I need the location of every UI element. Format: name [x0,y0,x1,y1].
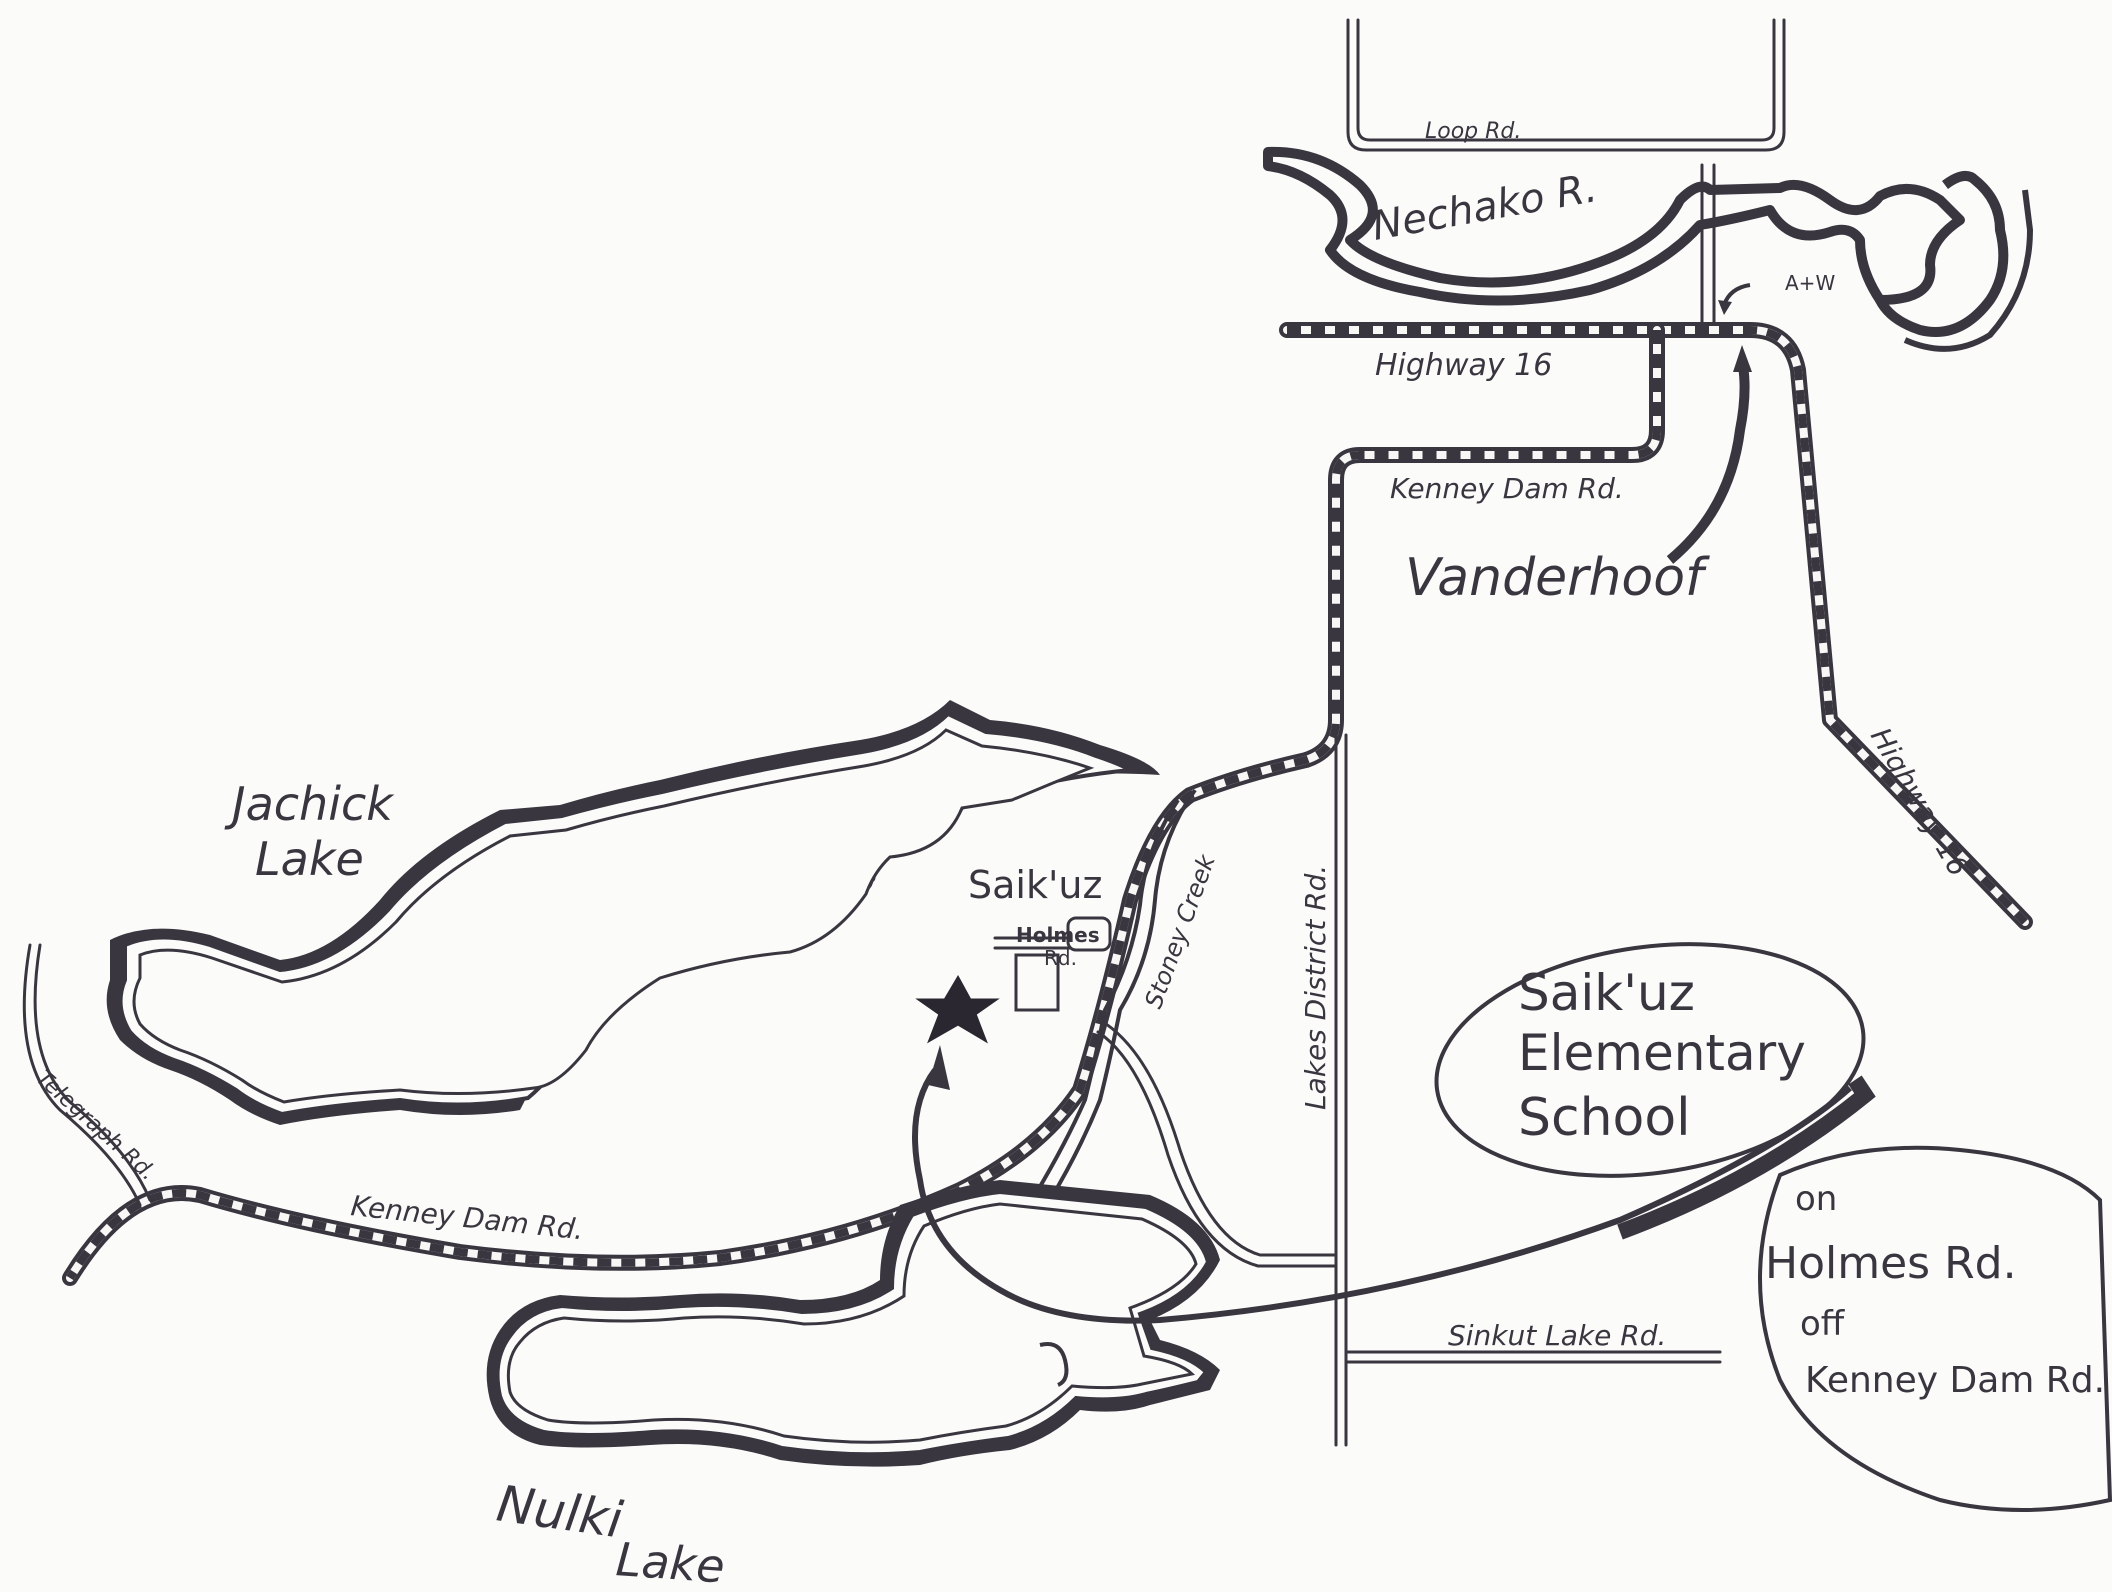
directions-callout-line-4: Kenney Dam Rd. [1805,1360,2105,1401]
directions-callout [1758,1145,2112,1512]
telegraph-rd-label: Telegraph Rd. [31,1066,160,1186]
school-star-marker [915,974,1000,1044]
saikuz-label: Saik'uz [968,863,1102,907]
highway-16-top-label: Highway 16 [1375,348,1552,383]
side-road [1096,1018,1338,1268]
nulki-lake [486,1180,1221,1467]
stoney-creek [1033,788,1197,1202]
loop-connector [1700,163,1716,324]
highway-16-right-label: Highway 16 [1864,722,1975,882]
telegraph-road [22,943,152,1207]
directions-callout-line-2: Holmes Rd. [1765,1238,2017,1289]
nechako-river-label: Nechako R. [1369,165,1601,250]
lakes-district-rd-label: Lakes District Rd. [1299,865,1332,1110]
school-callout-line-2: Elementary [1518,1024,1806,1082]
directions-callout-line-1: on [1795,1179,1837,1219]
holmes-road [993,916,1112,1012]
nechako-river [1263,146,2034,352]
lakes-district-road [1334,733,1348,1447]
loop-rd-label: Loop Rd. [1425,119,1521,144]
school-callout-line-1: Saik'uz [1518,964,1695,1022]
school-callout [1434,942,1866,1178]
vanderhoof-arrow [1666,345,1752,564]
kenney-dam-road [62,322,1665,1286]
jachick-lake-label-2: Lake [255,832,364,886]
school-callout-line-3: School [1518,1088,1691,1148]
holmes-rd-label-1: Holmes [1016,923,1100,947]
jachick-lake [106,700,1161,1125]
nulki-lake-label-2: Lake [614,1532,726,1592]
a-and-w-arrow [1718,283,1751,315]
kenney-dam-rd-top-label: Kenney Dam Rd. [1390,472,1624,505]
vanderhoof-label: Vanderhoof [1405,548,1710,608]
route-arrow [912,1045,1876,1324]
jachick-lake-label-1: Jachick [224,777,395,831]
loop-road [1346,18,1786,152]
highway-16-road [1279,322,2033,930]
nulki-lake-label-1: Nulki [493,1474,626,1549]
directions-callout-line-3: off [1800,1304,1846,1344]
sinkut-lake-road [1344,1350,1722,1364]
sinkut-lake-rd-label: Sinkut Lake Rd. [1448,1319,1666,1352]
a-and-w-label: A+W [1785,271,1835,295]
holmes-rd-label-2: Rd. [1044,946,1077,970]
